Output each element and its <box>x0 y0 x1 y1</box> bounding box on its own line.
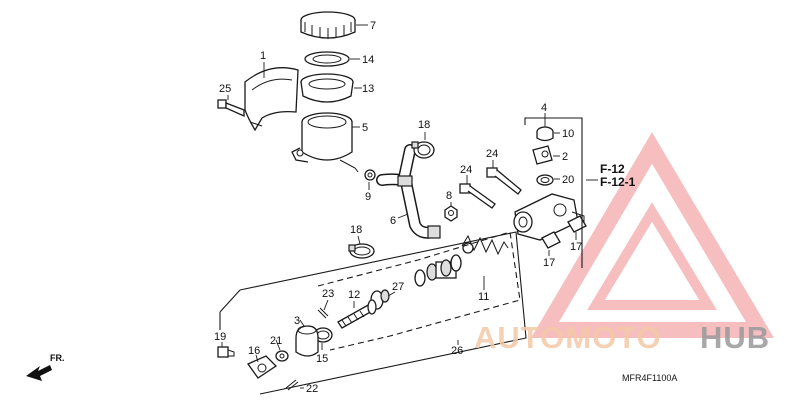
diaphragm-plate <box>304 51 350 67</box>
callout-1: 1 <box>260 50 266 62</box>
bolt-24-right <box>486 167 522 195</box>
push-rod <box>337 299 377 329</box>
reservoir-cover <box>244 67 299 132</box>
pin-19 <box>217 346 235 358</box>
cotter-pin-23 <box>317 307 329 319</box>
reservoir-cap <box>300 11 356 39</box>
reference-f12-1: F-12-1 <box>600 175 636 189</box>
callout-18-lower: 18 <box>350 224 362 236</box>
watermark-text-automoto: AUTOMOTO <box>474 320 662 355</box>
callout-18-upper: 18 <box>418 119 430 131</box>
bolt-25 <box>217 99 245 118</box>
nut-21 <box>275 350 289 362</box>
callout-27: 27 <box>392 281 404 293</box>
reservoir-hose <box>376 144 441 239</box>
callout-9: 9 <box>365 191 371 203</box>
hose-clamp-18-upper <box>411 141 435 159</box>
assembly-box-26 <box>219 231 527 395</box>
callout-24-right: 24 <box>486 148 498 160</box>
callout-21: 21 <box>270 335 282 347</box>
watermark-logo <box>531 132 775 338</box>
svg-text:FR.: FR. <box>50 353 65 363</box>
callout-7: 7 <box>370 20 376 32</box>
callout-25: 25 <box>219 83 231 95</box>
callout-17-left: 17 <box>543 257 555 269</box>
front-direction-arrow: FR. <box>26 353 65 381</box>
callout-24-left: 24 <box>460 164 472 176</box>
boot-17-left <box>541 231 561 249</box>
diagram-code: MFR4F1100A <box>622 373 677 383</box>
callout-22: 22 <box>306 383 318 395</box>
seal-20 <box>536 174 554 186</box>
callout-labels: 7 14 13 5 1 25 9 6 18 18 8 24 24 4 10 2 … <box>214 20 582 395</box>
reservoir <box>291 112 359 173</box>
nut-8 <box>444 205 458 222</box>
callout-3: 3 <box>294 315 300 327</box>
callout-15: 15 <box>316 353 328 365</box>
callout-16: 16 <box>248 345 260 357</box>
callout-4: 4 <box>541 102 547 114</box>
cap-10 <box>536 126 554 142</box>
callout-12: 12 <box>348 289 360 301</box>
piston-assembly <box>414 254 462 287</box>
master-cylinder-body <box>513 193 585 241</box>
assembly-box-11 <box>317 231 521 351</box>
callout-5: 5 <box>362 122 368 134</box>
hose-clamp-18-lower <box>348 243 375 259</box>
watermark-text: AUTOMOTO HUB <box>474 320 770 355</box>
leader-lines <box>221 24 598 389</box>
bolt-24-left <box>459 183 496 209</box>
callout-6: 6 <box>390 215 396 227</box>
diaphragm <box>300 73 354 103</box>
callout-19: 19 <box>214 331 226 343</box>
reference-labels: F-12 F-12-1 <box>600 162 636 189</box>
callout-11: 11 <box>478 291 489 303</box>
watermark-text-hub: HUB <box>700 320 770 355</box>
clevis-16 <box>247 355 278 379</box>
callout-13: 13 <box>362 83 374 95</box>
callout-26: 26 <box>451 345 463 357</box>
boot-3 <box>295 325 319 357</box>
callout-8: 8 <box>446 190 452 202</box>
hose-clip-9 <box>364 169 376 181</box>
reference-f12: F-12 <box>600 162 625 176</box>
callout-2: 2 <box>562 151 568 163</box>
bleeder-joint-2 <box>532 145 553 165</box>
callout-20: 20 <box>562 174 574 186</box>
callout-17-right: 17 <box>570 241 582 253</box>
assembly-box-4 <box>524 117 583 268</box>
callout-10: 10 <box>562 128 574 140</box>
callout-23: 23 <box>322 288 334 300</box>
cotter-pin-22 <box>285 379 299 391</box>
callout-14: 14 <box>362 54 374 66</box>
